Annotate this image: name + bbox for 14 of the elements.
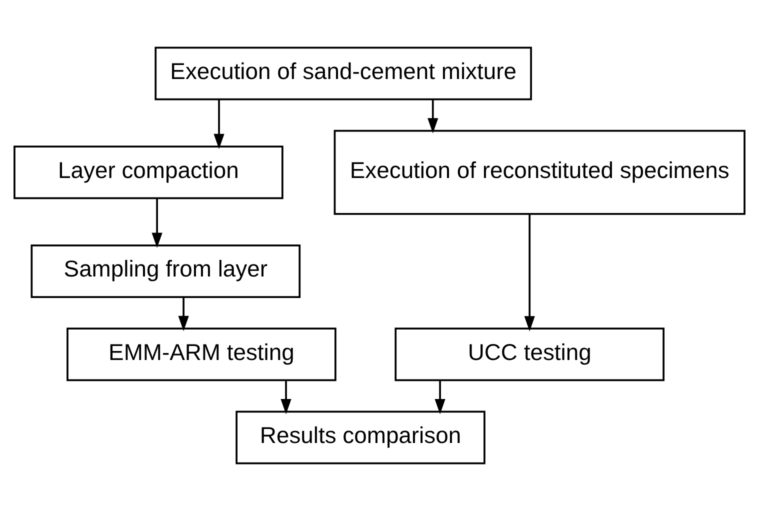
- node-box: UCC testing: [394, 327, 664, 381]
- arrow: [178, 296, 189, 331]
- node-box: Layer compaction: [14, 145, 284, 199]
- arrow: [434, 380, 446, 414]
- arrow: [152, 198, 162, 248]
- node-box: Execution of reconstituted specimens: [334, 129, 746, 214]
- arrow: [524, 214, 535, 331]
- arrow: [280, 380, 292, 414]
- node-box: Sampling from layer: [30, 244, 301, 298]
- arrow: [428, 99, 438, 133]
- node-box: EMM-ARM testing: [66, 327, 336, 381]
- arrow: [214, 99, 224, 149]
- node-box: Results comparison: [236, 410, 486, 464]
- node-box: Execution of sand-cement mixture: [154, 46, 532, 100]
